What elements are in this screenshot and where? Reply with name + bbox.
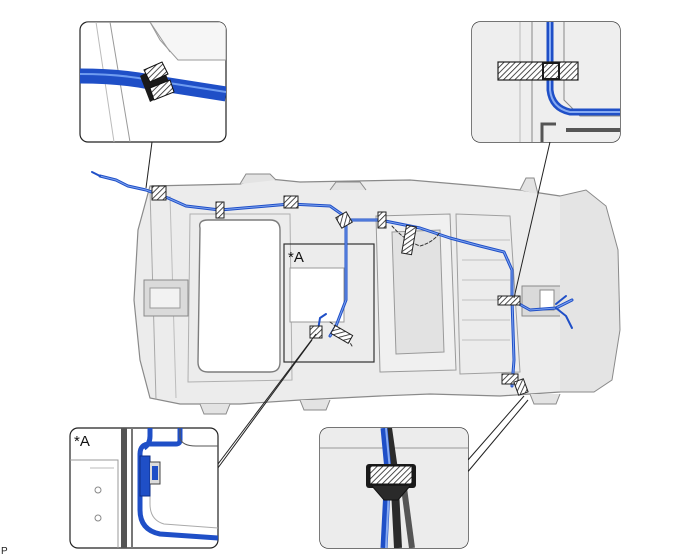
detail-top-right bbox=[471, 21, 621, 143]
harness-connector-icon bbox=[139, 455, 161, 497]
clamp-icon bbox=[140, 61, 175, 102]
roof-panel bbox=[133, 173, 621, 415]
detail-a-tag: *A bbox=[74, 433, 90, 450]
clamp-icon bbox=[497, 61, 579, 81]
detail-a: *A bbox=[69, 427, 219, 549]
clamp-icon bbox=[151, 185, 529, 396]
figure-code: P bbox=[1, 546, 8, 557]
clamp-icon bbox=[366, 464, 416, 501]
area-a-box bbox=[283, 243, 375, 363]
detail-bottom-right bbox=[319, 427, 469, 549]
detail-top-left bbox=[79, 21, 227, 143]
leader-lines bbox=[145, 141, 551, 477]
area-a-tag: *A bbox=[288, 249, 304, 266]
